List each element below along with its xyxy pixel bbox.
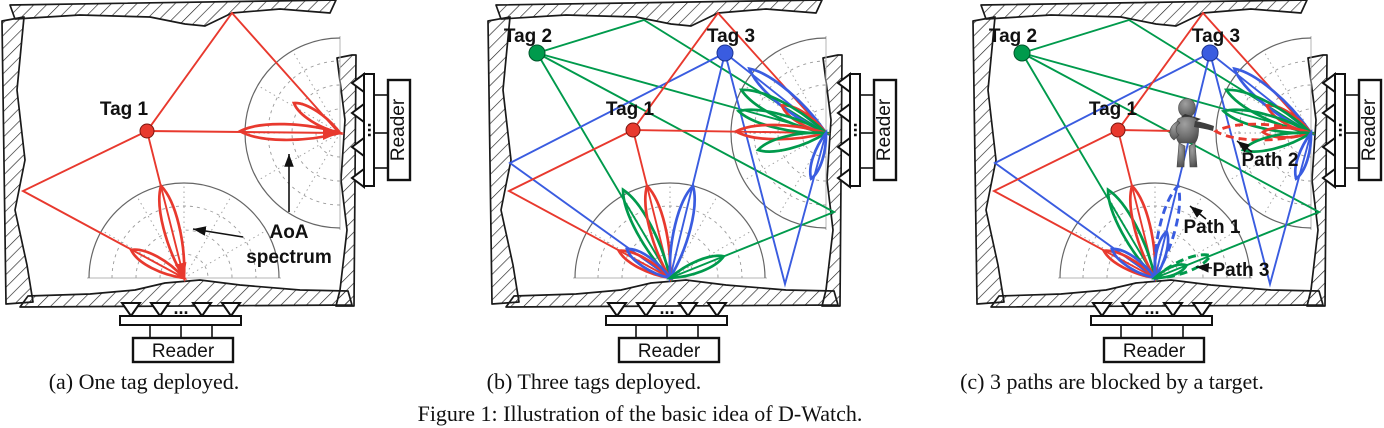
tag-1-label: Tag 1 [606, 99, 655, 120]
tag-2-label: Tag 2 [989, 26, 1037, 47]
tag3-paths-b [508, 52, 827, 288]
path2-arrow [1236, 140, 1253, 153]
caption-panel-c: (c) 3 paths are blocked by a target. [960, 369, 1264, 394]
antenna-ellipsis: ... [850, 122, 870, 137]
reader-label-bottom: Reader [638, 341, 701, 362]
tag-2-dot [528, 44, 546, 62]
antenna-ellipsis: ... [659, 298, 674, 318]
caption-panel-b: (b) Three tags deployed. [487, 369, 702, 394]
aoa-lobes-bottom-a [126, 182, 193, 285]
panel-c: Tag 1 Tag 2 Tag 3 Path 1 Path 2 Path 3 .… [973, 0, 1381, 362]
tag-2-label: Tag 2 [504, 26, 552, 47]
reader-label-right: Reader [388, 98, 409, 161]
tag-1-dot [625, 122, 641, 138]
antenna-ellipsis: ... [1335, 122, 1355, 137]
tag-1-label: Tag 1 [1089, 99, 1138, 120]
reader-label-right: Reader [874, 98, 895, 161]
tag-3-label: Tag 3 [1192, 26, 1240, 47]
path-1-label: Path 1 [1183, 217, 1240, 238]
panel-a: Tag 1 AoA spectrum ... ... Reader Reader [2, 0, 410, 362]
reader-label-bottom: Reader [152, 341, 215, 362]
caption-panel-a: (a) One tag deployed. [49, 369, 240, 394]
tag-3-dot [1201, 44, 1219, 62]
tag-1-label: Tag 1 [100, 99, 149, 120]
path-2-label: Path 2 [1241, 150, 1298, 171]
tag-3-label: Tag 3 [707, 26, 755, 47]
aoa-arrow-left [192, 226, 244, 238]
human-target [1169, 98, 1214, 168]
reader-label-bottom: Reader [1123, 341, 1186, 362]
path-3-label: Path 3 [1212, 260, 1269, 281]
panel-b: Tag 1 Tag 2 Tag 3 ... ... Reader Reader [488, 0, 896, 362]
path3-arrow [1195, 263, 1213, 273]
tag-2-dot [1013, 44, 1031, 62]
aoa-lobes-right-a [238, 96, 345, 143]
reader-label-right: Reader [1359, 98, 1380, 161]
tag-3-dot [716, 44, 734, 62]
arrival-arrowhead [174, 261, 187, 277]
antenna-ellipsis: ... [1144, 298, 1159, 318]
path1-arrow [1189, 205, 1207, 220]
tag-1-dot [1110, 122, 1126, 138]
figure-caption: Figure 1: Illustration of the basic idea… [418, 401, 863, 426]
aoa-label-line2: spectrum [246, 247, 332, 268]
tag-1-dot [139, 123, 155, 139]
antenna-ellipsis: ... [364, 122, 384, 137]
antenna-ellipsis: ... [173, 298, 188, 318]
aoa-label-line1: AoA [269, 222, 308, 243]
arrival-arrowhead [323, 126, 339, 140]
